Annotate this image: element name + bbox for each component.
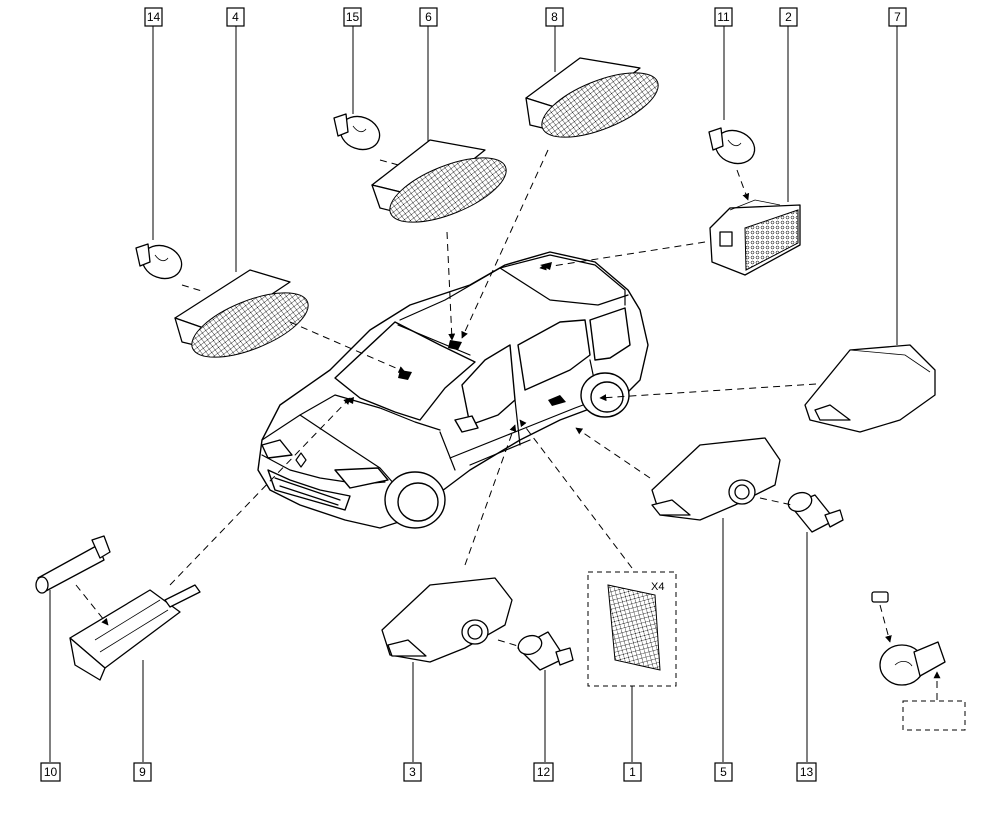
car-illustration bbox=[257, 251, 649, 529]
callout-13: 13 bbox=[796, 762, 817, 782]
callout-10: 10 bbox=[40, 762, 61, 782]
callout-5: 5 bbox=[714, 762, 733, 782]
boot-lamp-2-icon bbox=[709, 199, 801, 276]
bulb-14-icon bbox=[135, 243, 183, 280]
callout-11: 11 bbox=[714, 7, 733, 27]
callout-label: 1 bbox=[629, 765, 636, 779]
door-lamp-3-icon bbox=[381, 577, 513, 663]
bulb-12-icon bbox=[517, 631, 574, 671]
callout-label: 6 bbox=[425, 10, 432, 24]
callout-label: 13 bbox=[800, 765, 814, 779]
callout-3: 3 bbox=[403, 762, 422, 782]
callout-4: 4 bbox=[226, 7, 245, 27]
callout-label: 5 bbox=[720, 765, 727, 779]
callout-label: 2 bbox=[785, 10, 792, 24]
callout-14: 14 bbox=[144, 7, 163, 27]
bulb-13-icon bbox=[787, 491, 844, 533]
quantity-label: X4 bbox=[651, 581, 664, 593]
door-lamp-5-icon bbox=[651, 437, 781, 521]
callout-label: 4 bbox=[232, 10, 239, 24]
interior-lamp-8-icon bbox=[525, 57, 659, 138]
lamp-holder-9-icon bbox=[69, 584, 201, 681]
callout-15: 15 bbox=[343, 7, 362, 27]
callout-label: 15 bbox=[346, 10, 360, 24]
callout-1: 1 bbox=[623, 762, 642, 782]
interior-lamp-4-icon bbox=[174, 269, 309, 358]
callout-2: 2 bbox=[779, 7, 798, 27]
bulb-10-icon bbox=[35, 535, 111, 594]
callout-7: 7 bbox=[888, 7, 907, 27]
callout-label: 7 bbox=[894, 10, 901, 24]
callout-label: 3 bbox=[409, 765, 416, 779]
courtesy-lamp-7-icon bbox=[804, 344, 936, 433]
callout-label: 11 bbox=[717, 10, 730, 24]
callout-label: 8 bbox=[551, 10, 558, 24]
speaker-grille-1-icon: X4 bbox=[587, 571, 677, 687]
callout-6: 6 bbox=[419, 7, 438, 27]
bulb-15-icon bbox=[333, 113, 381, 151]
callout-8: 8 bbox=[545, 7, 564, 27]
callout-9: 9 bbox=[133, 762, 152, 782]
callout-label: 14 bbox=[147, 10, 161, 24]
callout-label: 10 bbox=[44, 765, 58, 779]
leader-lines bbox=[49, 26, 898, 762]
bulb-unlabeled-icon bbox=[871, 591, 966, 731]
callout-label: 9 bbox=[139, 765, 146, 779]
interior-lamp-6-icon bbox=[371, 139, 507, 223]
callout-12: 12 bbox=[533, 762, 554, 782]
bulb-11-icon bbox=[708, 127, 756, 165]
assembly-arrows bbox=[75, 149, 941, 700]
callout-label: 12 bbox=[537, 765, 551, 779]
